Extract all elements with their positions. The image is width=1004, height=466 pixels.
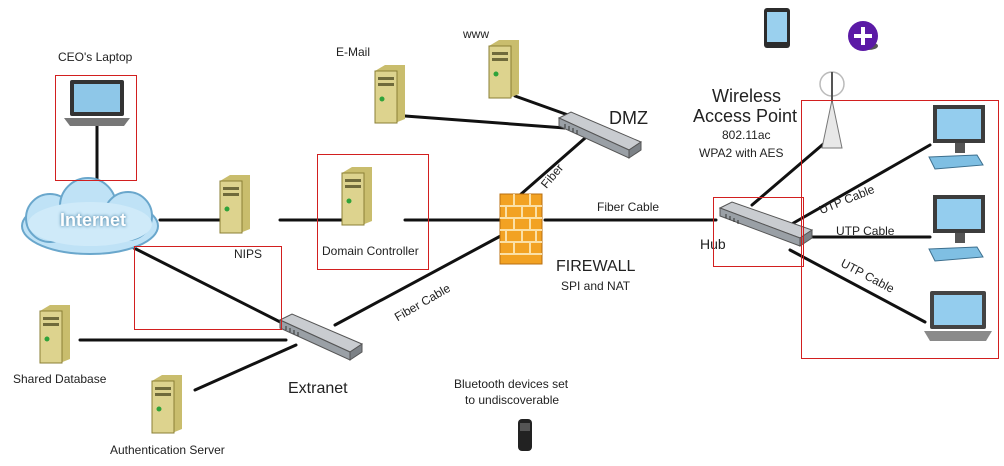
link-email-dmz xyxy=(403,114,567,130)
bluetooth-phone-icon xyxy=(518,419,532,451)
internet-cloud-icon xyxy=(21,177,159,255)
firewall-brick-icon xyxy=(499,193,543,265)
internet-label: Internet xyxy=(60,210,127,230)
link-firewall-dmz xyxy=(518,130,594,197)
laptop-icon-hub xyxy=(924,291,992,341)
link-internet-extranet xyxy=(128,244,298,332)
link-hub-pc1 xyxy=(788,143,932,227)
wap-title-line2: Access Point xyxy=(693,106,798,126)
link-hub-laptop xyxy=(788,248,927,324)
firewall-label: FIREWALL xyxy=(556,258,636,275)
hub-label: Hub xyxy=(700,236,726,252)
wap-title-line1: Wireless xyxy=(712,86,782,106)
wap-standard-label: 802.11ac xyxy=(722,128,771,142)
domain-controller-label: Domain Controller xyxy=(322,244,419,258)
nips-server-icon xyxy=(219,175,250,234)
wireless-antenna-icon xyxy=(819,71,845,149)
laptop-icon xyxy=(64,80,130,126)
shared-database-label: Shared Database xyxy=(13,372,107,386)
extranet-label: Extranet xyxy=(288,380,348,397)
link-auth-extranet xyxy=(193,343,298,392)
nips-label: NIPS xyxy=(234,247,263,261)
extranet-switch-icon xyxy=(278,313,364,361)
wap-security-label: WPA2 with AES xyxy=(699,146,784,160)
authentication-server-label: Authentication Server xyxy=(110,443,225,457)
tablet-icon xyxy=(764,8,790,48)
ceo-laptop-label: CEO's Laptop xyxy=(58,50,133,64)
utp-cable-label-2: UTP Cable xyxy=(836,224,895,238)
firewall-sub-label: SPI and NAT xyxy=(561,279,631,293)
highlight-box-wireless-clients xyxy=(801,100,999,359)
highlight-box-ceo-laptop xyxy=(55,75,137,181)
email-server-icon xyxy=(374,65,405,124)
domain-controller-server-icon xyxy=(341,167,372,226)
highlight-box-hub xyxy=(713,197,804,267)
bluetooth-note-line1: Bluetooth devices set xyxy=(454,377,569,391)
highlight-box-extranet-link xyxy=(134,246,282,330)
dmz-label: DMZ xyxy=(609,108,648,128)
link-extranet-firewall xyxy=(333,230,510,327)
www-label: www xyxy=(463,27,489,41)
desktop-pc-icon-2 xyxy=(928,195,985,262)
highlight-box-domain-controller xyxy=(317,154,429,270)
www-server-icon xyxy=(488,40,519,99)
dmz-switch-icon xyxy=(557,111,643,159)
bluetooth-note-line2: to undiscoverable xyxy=(465,393,560,407)
shared-database-server-icon xyxy=(39,305,70,364)
email-label: E-Mail xyxy=(336,45,371,59)
authentication-server-icon xyxy=(151,375,182,434)
add-badge-icon xyxy=(848,21,878,51)
desktop-pc-icon-1 xyxy=(928,105,985,170)
fiber-cable-hub-label: Fiber Cable xyxy=(597,200,660,214)
hub-switch-icon xyxy=(718,201,814,247)
link-hub-wap xyxy=(750,138,830,207)
